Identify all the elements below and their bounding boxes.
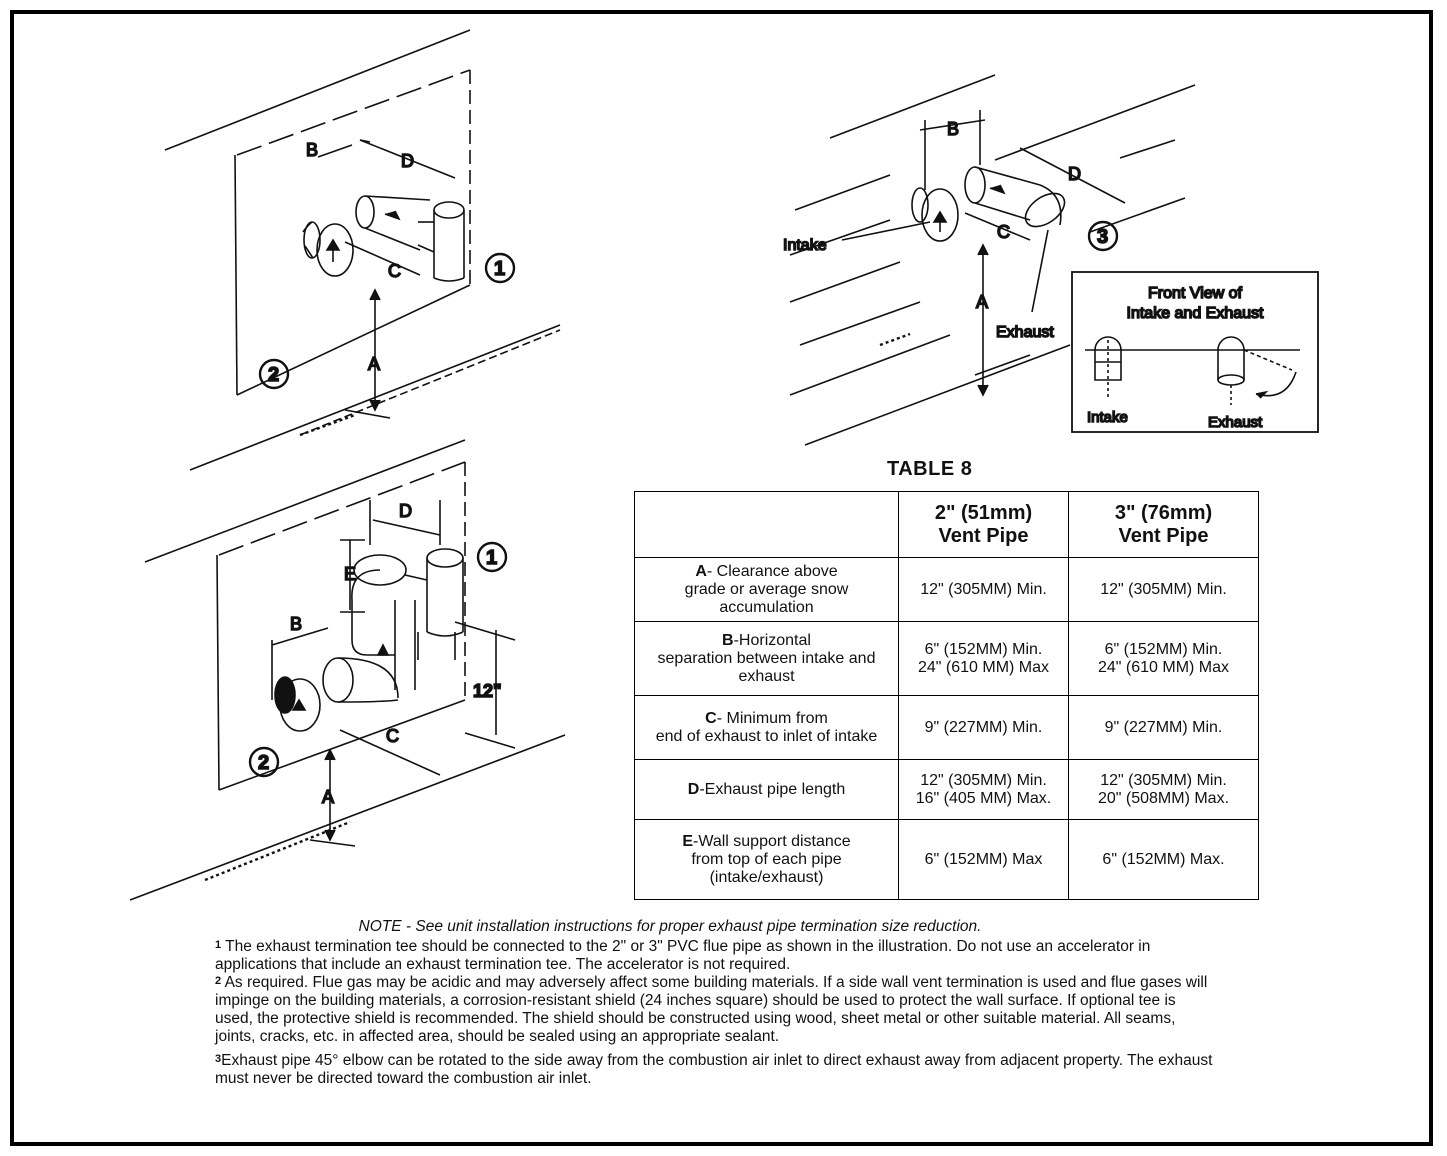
cell-value: 9" (227MM) Min.	[1104, 718, 1223, 736]
row-d-description: D-Exhaust pipe length	[634, 759, 899, 820]
dim-label-a-bottom-left: A	[322, 787, 334, 807]
table-row: D-Exhaust pipe length 12" (305MM) Min.16…	[634, 759, 1259, 820]
callout-3: 3	[1097, 226, 1108, 248]
clearance-table: 2" (51mm) Vent Pipe 3" (76mm) Vent Pipe …	[634, 491, 1259, 900]
row-key: E	[682, 832, 693, 850]
header-3-inch-label: Vent Pipe	[1118, 524, 1209, 547]
cell-value: 24" (610 MM) Max	[917, 658, 1050, 676]
exhaust-label: Exhaust	[996, 324, 1054, 341]
table-header-empty	[634, 491, 899, 558]
dim-label-c-top-right: C	[997, 222, 1010, 242]
dim-label-d-top-left: D	[401, 151, 414, 171]
cell-value: 16" (405 MM) Max.	[915, 789, 1052, 807]
row-desc-prefix: - Minimum from	[716, 709, 828, 727]
header-2-inch-label: Vent Pipe	[938, 524, 1029, 547]
dim-label-a-top-left: A	[368, 354, 380, 374]
notes-section: NOTE - See unit installation instruction…	[215, 918, 1215, 1088]
row-desc-rest: separation between intake and exhaust	[657, 649, 876, 685]
footnote-text: The exhaust termination tee should be co…	[215, 938, 1151, 973]
table-header-2-inch: 2" (51mm) Vent Pipe	[898, 491, 1069, 558]
row-c-2-inch: 9" (227MM) Min.	[898, 695, 1069, 760]
dim-label-e-bottom-left: E	[344, 564, 356, 584]
row-a-3-inch: 12" (305MM) Min.	[1068, 557, 1259, 622]
footnote-1: 1 The exhaust termination tee should be …	[215, 938, 1215, 974]
row-desc-prefix: -Exhaust pipe length	[699, 780, 846, 798]
row-b-2-inch: 6" (152MM) Min.24" (610 MM) Max	[898, 621, 1069, 696]
front-view-title-line2: Intake and Exhaust	[1127, 305, 1265, 322]
front-view-title-line1: Front View of	[1148, 285, 1243, 302]
callout-2-top-left: 2	[268, 364, 279, 386]
intake-label: Intake	[783, 237, 827, 254]
dim-label-d-top-right: D	[1068, 164, 1081, 184]
dim-label-a-top-right: A	[976, 292, 988, 312]
dim-label-b-bottom-left: B	[290, 614, 302, 634]
row-key: B	[722, 631, 734, 649]
dim-label-c-bottom-left: C	[386, 726, 399, 746]
row-key: A	[695, 562, 707, 580]
row-key: C	[705, 709, 717, 727]
dim-label-12-inch: 12"	[473, 681, 502, 701]
cell-value: 9" (227MM) Min.	[924, 718, 1043, 736]
callout-1-bottom-left: 1	[486, 547, 497, 569]
dim-label-c-top-left: C	[388, 261, 401, 281]
row-key: D	[687, 780, 700, 798]
row-desc-rest: end of exhaust to inlet of intake	[655, 727, 878, 745]
dim-label-b-top-left: B	[306, 140, 318, 160]
footnote-mark: 1	[215, 939, 222, 951]
row-d-2-inch: 12" (305MM) Min.16" (405 MM) Max.	[898, 759, 1069, 820]
callout-2-bottom-left: 2	[258, 752, 269, 774]
row-c-3-inch: 9" (227MM) Min.	[1068, 695, 1259, 760]
row-e-3-inch: 6" (152MM) Max.	[1068, 819, 1259, 900]
row-desc-prefix: -Horizontal	[733, 631, 811, 649]
note-line: NOTE - See unit installation instruction…	[358, 918, 982, 935]
table-title: TABLE 8	[887, 458, 973, 480]
dim-label-d-bottom-left: D	[399, 501, 412, 521]
row-desc-prefix: - Clearance above	[706, 562, 838, 580]
row-desc-rest: from top of each pipe (intake/exhaust)	[691, 850, 842, 886]
row-d-3-inch: 12" (305MM) Min.20" (508MM) Max.	[1068, 759, 1259, 820]
table-header-row: 2" (51mm) Vent Pipe 3" (76mm) Vent Pipe	[634, 491, 1259, 558]
row-desc-rest: grade or average snow accumulation	[684, 580, 849, 616]
footnote-3: 3Exhaust pipe 45° elbow can be rotated t…	[215, 1052, 1215, 1088]
cell-value: 6" (152MM) Max	[924, 850, 1043, 868]
footnote-text: Exhaust pipe 45° elbow can be rotated to…	[215, 1052, 1213, 1087]
cell-value: 6" (152MM) Max.	[1102, 850, 1225, 868]
cell-value: 12" (305MM) Min.	[920, 580, 1047, 598]
figure-top-right-45-elbow	[789, 74, 1319, 446]
cell-value: 12" (305MM) Min.	[920, 771, 1047, 789]
row-e-2-inch: 6" (152MM) Max	[898, 819, 1069, 900]
cell-value: 6" (152MM) Min.	[1104, 640, 1223, 658]
header-2-inch-size: 2" (51mm)	[934, 501, 1033, 524]
cell-value: 12" (305MM) Min.	[1100, 771, 1227, 789]
dim-label-b-top-right: B	[947, 119, 959, 139]
figure-top-left-tee-termination	[164, 29, 561, 471]
cell-value: 20" (508MM) Max.	[1097, 789, 1230, 807]
header-3-inch-size: 3" (76mm)	[1114, 501, 1213, 524]
front-view-intake-label: Intake	[1087, 409, 1128, 426]
cell-value: 24" (610 MM) Max	[1097, 658, 1230, 676]
front-view-exhaust-label: Exhaust	[1208, 414, 1263, 431]
row-b-3-inch: 6" (152MM) Min.24" (610 MM) Max	[1068, 621, 1259, 696]
footnote-mark: 2	[215, 975, 222, 987]
cell-value: 6" (152MM) Min.	[924, 640, 1043, 658]
footnote-mark: 3	[215, 1053, 222, 1065]
cell-value: 12" (305MM) Min.	[1100, 580, 1227, 598]
footnote-text: As required. Flue gas may be acidic and …	[215, 974, 1208, 1045]
table-header-3-inch: 3" (76mm) Vent Pipe	[1068, 491, 1259, 558]
footnote-2: 2 As required. Flue gas may be acidic an…	[215, 974, 1215, 1046]
figure-bottom-left-extended-riser	[129, 439, 566, 901]
page-border	[10, 10, 1433, 1146]
callout-1-top-left: 1	[494, 258, 505, 280]
row-desc-prefix: -Wall support distance	[692, 832, 851, 850]
row-a-2-inch: 12" (305MM) Min.	[898, 557, 1069, 622]
